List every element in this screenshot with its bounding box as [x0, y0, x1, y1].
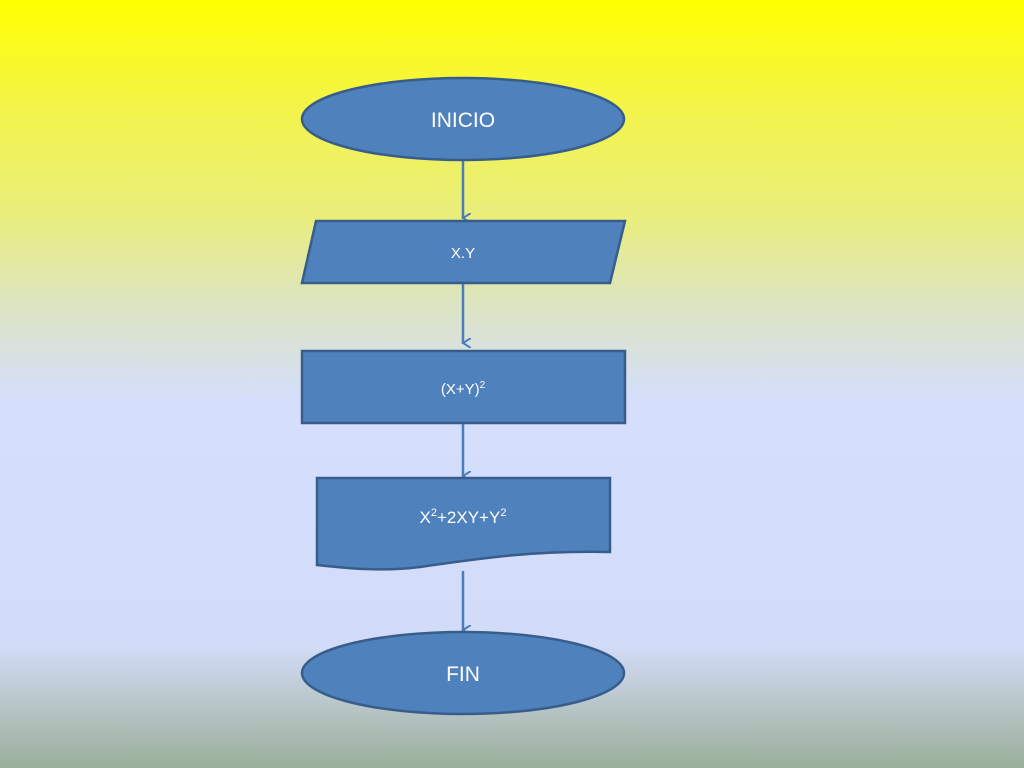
start-label: INICIO [431, 109, 495, 132]
end-label: FIN [446, 663, 480, 686]
end-node: FIN [300, 630, 626, 716]
input-label: X.Y [451, 245, 475, 262]
process-label: (X+Y)2 [441, 380, 486, 398]
input-node: X.Y [300, 219, 627, 285]
output-term2-base: Y [489, 508, 500, 527]
process-base: (X+Y) [441, 381, 480, 398]
process-rectangle [300, 349, 627, 425]
output-document-shape [315, 476, 612, 571]
end-ellipse [300, 630, 626, 716]
output-term1-base: X [420, 508, 431, 527]
output-node: X2+2XY+Y2 [315, 476, 612, 571]
output-term2-exponent: 2 [500, 507, 506, 519]
process-node: (X+Y)2 [300, 349, 627, 425]
input-parallelogram [300, 219, 627, 285]
output-label: X2+2XY+Y2 [420, 507, 507, 527]
output-middle: +2XY+ [437, 508, 489, 527]
start-node: INICIO [300, 76, 626, 162]
start-ellipse [300, 76, 626, 162]
process-exponent: 2 [480, 380, 486, 391]
output-term1-exponent: 2 [431, 507, 437, 519]
